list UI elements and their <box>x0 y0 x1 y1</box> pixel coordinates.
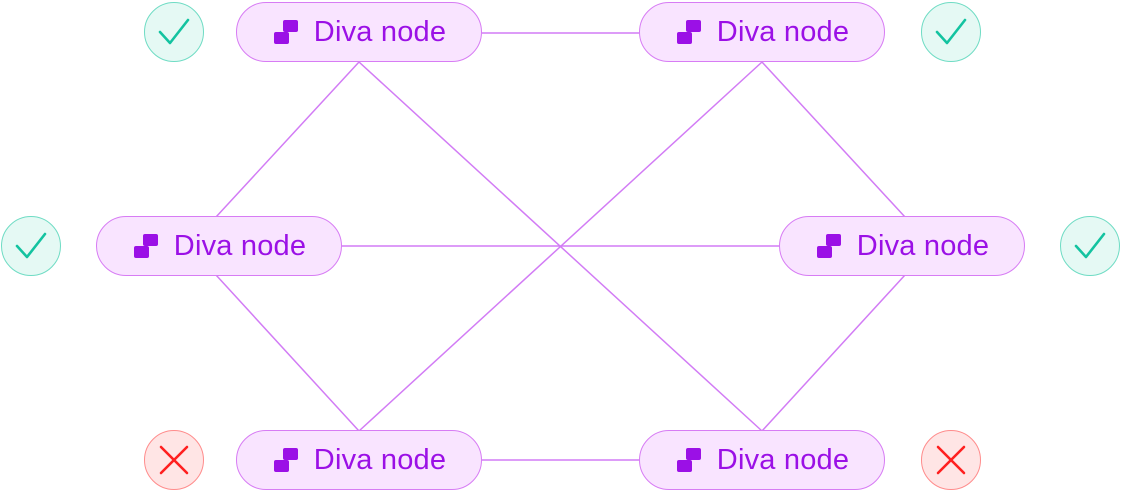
node-label: Diva node <box>856 229 990 262</box>
status-fail-badge-n5 <box>144 430 204 490</box>
node-label: Diva node <box>313 443 447 476</box>
diva-logo-icon <box>676 20 701 44</box>
diva-node-n2[interactable]: Diva node <box>639 2 885 62</box>
checkmark-icon <box>935 18 967 45</box>
node-label: Diva node <box>716 443 850 476</box>
status-ok-badge-n4 <box>1060 216 1120 276</box>
edge-n3-n5 <box>215 274 360 432</box>
diva-node-n1[interactable]: Diva node <box>236 2 482 62</box>
edge-n4-n6 <box>761 274 906 432</box>
diva-node-n3[interactable]: Diva node <box>96 216 342 276</box>
status-fail-badge-n6 <box>921 430 981 490</box>
edge-n2-n4 <box>761 61 906 218</box>
node-label: Diva node <box>313 15 447 48</box>
status-ok-badge-n1 <box>144 2 204 62</box>
diva-logo-icon <box>816 234 841 258</box>
diva-logo-icon <box>133 234 158 258</box>
checkmark-icon <box>1074 232 1106 259</box>
checkmark-icon <box>158 18 190 45</box>
status-ok-badge-n2 <box>921 2 981 62</box>
edge-n1-n3 <box>215 61 360 218</box>
node-label: Diva node <box>716 15 850 48</box>
cross-icon <box>159 445 189 475</box>
status-ok-badge-n3 <box>1 216 61 276</box>
diva-node-n5[interactable]: Diva node <box>236 430 482 490</box>
diva-node-n6[interactable]: Diva node <box>639 430 885 490</box>
diva-logo-icon <box>273 20 298 44</box>
checkmark-icon <box>15 232 47 259</box>
diva-node-n4[interactable]: Diva node <box>779 216 1025 276</box>
node-label: Diva node <box>173 229 307 262</box>
diva-logo-icon <box>273 448 298 472</box>
diva-logo-icon <box>676 448 701 472</box>
cross-icon <box>936 445 966 475</box>
